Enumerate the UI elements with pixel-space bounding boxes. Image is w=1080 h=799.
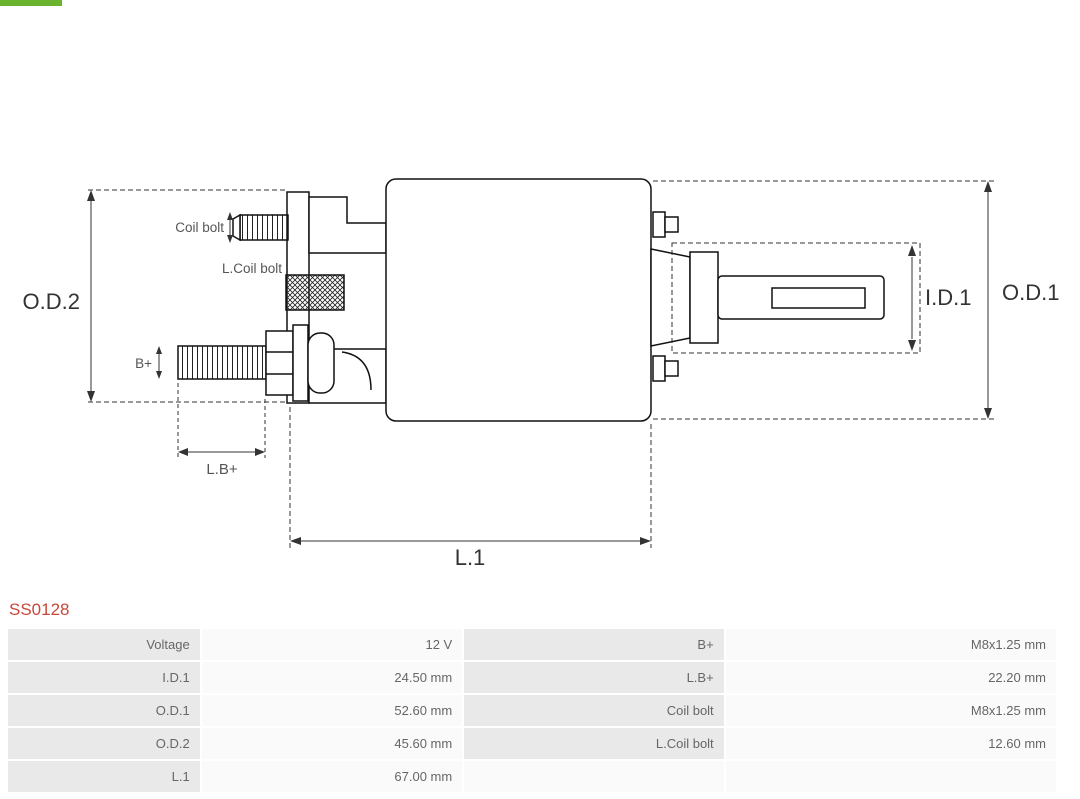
washer-round [307,332,335,394]
coil-bolt-stud [239,214,289,241]
spec-label: B+ [464,629,724,660]
spec-label-empty [464,761,724,792]
spec-value: 22.20 mm [725,662,1056,693]
spec-value: M8x1.25 mm [725,629,1056,660]
label-id1: I.D.1 [925,285,971,310]
plunger-collar [689,251,719,344]
dimension-labels: O.D.2 O.D.1 I.D.1 Coil bolt L.Coil bolt … [23,220,1060,570]
label-od2: O.D.2 [23,289,80,314]
casting-fillet [341,351,372,391]
washer-flat [292,324,309,402]
nut-facets [266,351,293,375]
dimension-arrows [87,181,992,545]
top-bracket [308,196,387,254]
label-b-plus: B+ [135,356,152,371]
solenoid-body [385,178,652,422]
table-row: O.D.2 45.60 mm L.Coil bolt 12.60 mm [8,728,1056,759]
spec-label: O.D.2 [8,728,200,759]
spec-value: 52.60 mm [201,695,463,726]
terminal-bottom-tip [664,360,679,377]
label-l-b-plus: L.B+ [206,461,238,478]
spec-value-empty [725,761,1056,792]
spec-table: Voltage 12 V B+ M8x1.25 mm I.D.1 24.50 m… [6,627,1058,794]
table-row: Voltage 12 V B+ M8x1.25 mm [8,629,1056,660]
label-coil-bolt: Coil bolt [175,220,224,235]
coil-bolt-tip [232,213,241,242]
solenoid-diagram-svg: O.D.2 O.D.1 I.D.1 Coil bolt L.Coil bolt … [23,178,1060,570]
table-row: O.D.1 52.60 mm Coil bolt M8x1.25 mm [8,695,1056,726]
b-plus-nut [265,330,294,396]
spec-label: I.D.1 [8,662,200,693]
spec-label: L.1 [8,761,200,792]
label-l1: L.1 [455,545,486,570]
part-number: SS0128 [9,600,70,619]
spec-label: L.Coil bolt [464,728,724,759]
plunger-cone [650,248,691,347]
terminal-bottom [652,355,666,382]
spec-value: M8x1.25 mm [725,695,1056,726]
coil-bolt-boss [285,274,345,311]
spec-label: L.B+ [464,662,724,693]
terminal-top-tip [664,216,679,233]
table-row: L.1 67.00 mm [8,761,1056,792]
label-l-coil-bolt: L.Coil bolt [222,261,282,276]
spec-value: 12.60 mm [725,728,1056,759]
terminal-top [652,211,666,238]
spec-value: 45.60 mm [201,728,463,759]
spec-label: Coil bolt [464,695,724,726]
logo-fragment [0,0,62,6]
label-od1: O.D.1 [1002,280,1059,305]
table-row: I.D.1 24.50 mm L.B+ 22.20 mm [8,662,1056,693]
spec-value: 24.50 mm [201,662,463,693]
spec-label: Voltage [8,629,200,660]
b-plus-stud [177,345,267,380]
spec-value: 67.00 mm [201,761,463,792]
technical-diagram: O.D.2 O.D.1 I.D.1 Coil bolt L.Coil bolt … [23,178,1060,570]
dimension-lines [88,180,994,548]
spec-value: 12 V [201,629,463,660]
plunger-slot [771,287,866,309]
spec-label: O.D.1 [8,695,200,726]
solenoid-drawing [177,178,885,422]
